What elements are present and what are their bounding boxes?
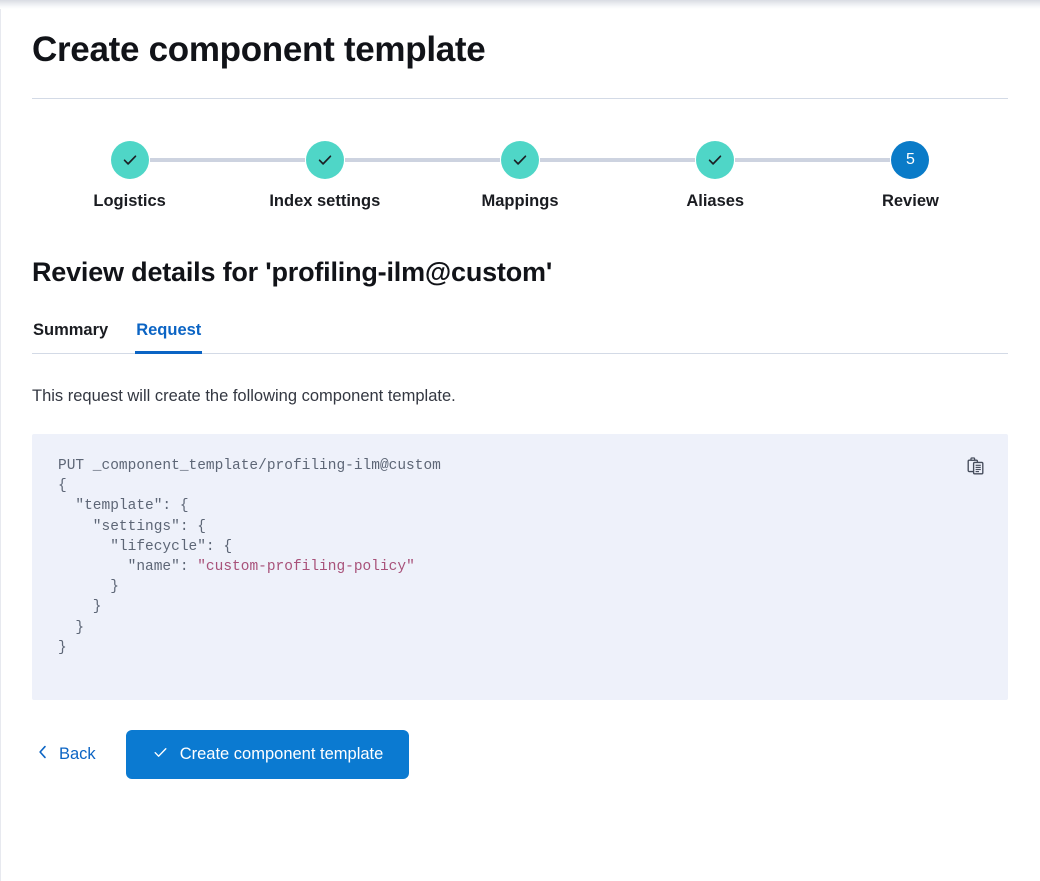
flyout-left-border bbox=[0, 0, 1, 881]
review-tabs: Summary Request bbox=[32, 317, 1008, 354]
review-section-title: Review details for 'profiling-ilm@custom… bbox=[32, 257, 553, 287]
step-number: 5 bbox=[905, 151, 915, 168]
create-component-template-button[interactable]: Create component template bbox=[125, 730, 410, 779]
step-connector-left bbox=[227, 158, 305, 162]
step-connector-right bbox=[540, 158, 618, 162]
step-circle-complete[interactable] bbox=[305, 141, 344, 179]
chevron-left-icon bbox=[36, 744, 50, 765]
step-connector-right bbox=[344, 158, 423, 162]
stepper-label-mappings[interactable]: Mappings bbox=[481, 192, 559, 210]
request-body-name-value: "custom-profiling-policy" bbox=[197, 559, 415, 576]
step-connector-right bbox=[149, 158, 228, 162]
check-icon bbox=[511, 151, 529, 169]
stepper-step-mappings[interactable]: Mappings bbox=[422, 141, 618, 211]
step-circle-complete[interactable] bbox=[110, 141, 149, 179]
request-close-1: } bbox=[58, 579, 119, 596]
request-body-lifecycle: "lifecycle": { bbox=[58, 538, 233, 555]
back-button-label: Back bbox=[59, 744, 96, 763]
step-circle-complete[interactable] bbox=[501, 141, 539, 179]
check-icon bbox=[316, 151, 334, 169]
request-description: This request will create the following c… bbox=[32, 387, 456, 405]
request-body-template: "template": { bbox=[58, 498, 189, 515]
step-circle-current[interactable]: 5 bbox=[891, 141, 930, 179]
check-icon bbox=[706, 151, 724, 169]
request-close-4: } bbox=[58, 639, 67, 656]
stepper-label-review[interactable]: Review bbox=[881, 192, 939, 210]
wizard-footer: Back Create component template bbox=[32, 730, 1008, 779]
stepper-step-logistics[interactable]: Logistics bbox=[32, 141, 228, 211]
flyout-header: Create component template bbox=[32, 0, 1008, 99]
stepper-step-review[interactable]: 5 Review bbox=[812, 141, 1008, 211]
check-icon bbox=[121, 151, 139, 169]
step-connector-left bbox=[422, 158, 501, 162]
check-icon bbox=[152, 744, 169, 765]
wizard-stepper: Logistics Index settings Mappings bbox=[32, 141, 1008, 211]
request-body-name-key: "name": bbox=[58, 559, 198, 576]
stepper-step-index-settings[interactable]: Index settings bbox=[227, 141, 423, 211]
tab-request[interactable]: Request bbox=[135, 317, 203, 354]
page-title: Create component template bbox=[32, 30, 486, 69]
request-close-3: } bbox=[58, 619, 85, 636]
step-connector-right bbox=[735, 158, 813, 162]
create-component-template-label: Create component template bbox=[179, 745, 384, 763]
stepper-label-aliases[interactable]: Aliases bbox=[686, 192, 745, 210]
copy-clipboard-icon[interactable] bbox=[960, 450, 992, 482]
step-circle-complete[interactable] bbox=[696, 141, 735, 179]
request-method-path: PUT _component_template/profiling-ilm@cu… bbox=[58, 458, 441, 474]
stepper-step-aliases[interactable]: Aliases bbox=[617, 141, 813, 211]
step-connector-left bbox=[617, 158, 696, 162]
request-body-open: { bbox=[58, 478, 67, 495]
step-connector-left bbox=[812, 158, 891, 162]
stepper-label-index-settings[interactable]: Index settings bbox=[269, 192, 381, 210]
request-body-settings: "settings": { bbox=[58, 518, 206, 535]
request-close-2: } bbox=[58, 599, 102, 616]
request-code-panel: PUT _component_template/profiling-ilm@cu… bbox=[32, 434, 1008, 700]
stepper-label-logistics[interactable]: Logistics bbox=[93, 192, 166, 210]
create-component-template-page: Create component template Logistics Inde… bbox=[32, 0, 1008, 779]
back-button[interactable]: Back bbox=[32, 738, 100, 771]
tab-summary[interactable]: Summary bbox=[32, 317, 109, 354]
request-code-block: PUT _component_template/profiling-ilm@cu… bbox=[58, 456, 982, 658]
